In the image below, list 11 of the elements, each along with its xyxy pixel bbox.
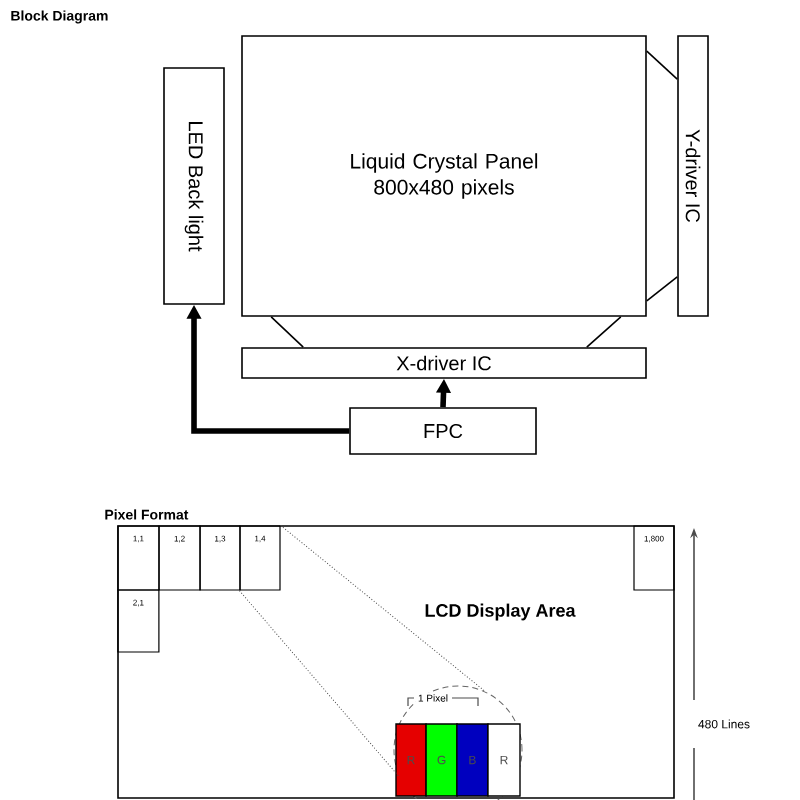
connector-line: [646, 276, 678, 302]
panel-box: Liquid Crystal Panel 800x480 pixels: [241, 35, 647, 317]
connector-line: [270, 316, 304, 348]
driver-box: X-driver IC: [241, 347, 647, 379]
connector-line: [646, 50, 678, 80]
driver-box: LED Back light: [163, 67, 225, 305]
driver-box: FPC: [349, 407, 537, 455]
connector-line: [586, 316, 622, 348]
driver-box: Y-driver IC: [677, 35, 709, 317]
leader-line: [238, 590, 401, 778]
area-label: LCD Display Area: [425, 603, 576, 621]
